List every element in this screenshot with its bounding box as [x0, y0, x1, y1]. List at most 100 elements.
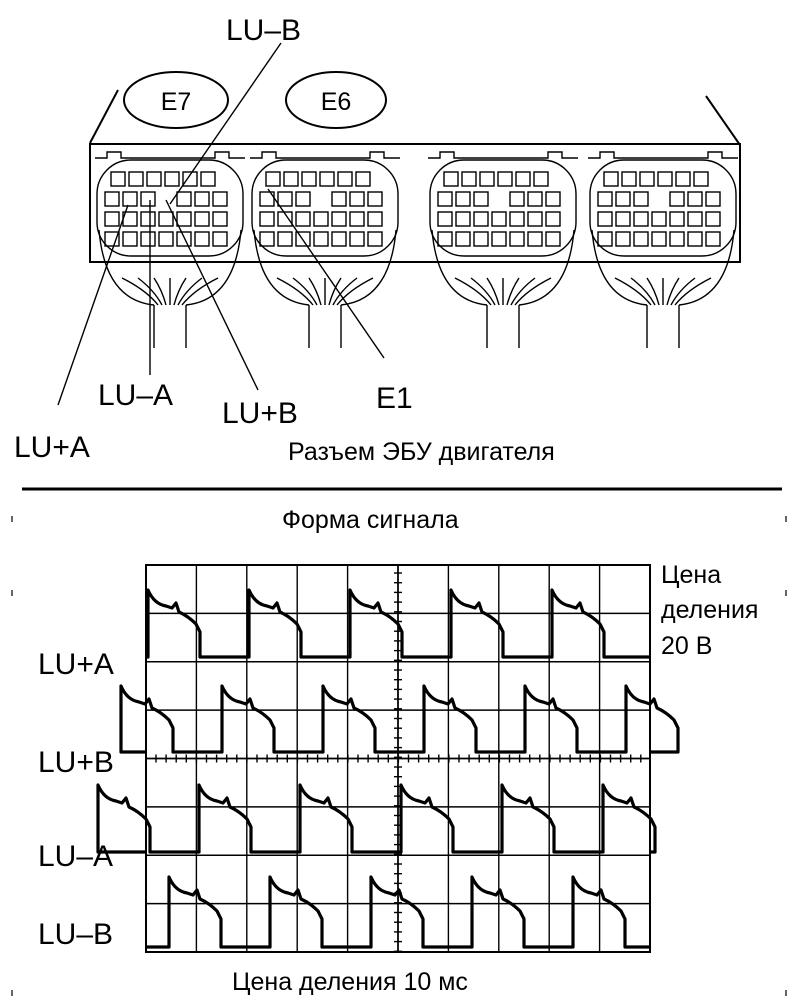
e6-oval: E6 — [285, 71, 387, 129]
channel-label-lu-minus-a: LU–A — [38, 840, 113, 873]
pin-cavity — [479, 171, 495, 187]
pin-cavity — [128, 171, 144, 187]
pin-cavity — [194, 191, 210, 207]
pin-cavity — [140, 211, 156, 227]
pin-cavity — [669, 211, 685, 227]
pin-cavity — [295, 231, 311, 247]
pin-cavity — [687, 211, 703, 227]
channel-label-lu-minus-b: LU–B — [38, 918, 113, 951]
pin-cavity — [265, 171, 281, 187]
leader-lines — [57, 42, 385, 406]
pin-cavity — [509, 231, 525, 247]
voltage-scale-line-3: 20 В — [661, 632, 712, 660]
pin-cavity — [675, 171, 691, 187]
pin-cavity — [621, 171, 637, 187]
leader-lu-plus-b — [165, 199, 259, 391]
e7-label: E7 — [161, 88, 192, 116]
pin-cavity — [603, 171, 619, 187]
pin-cavity — [277, 191, 293, 207]
pin-cavity — [639, 171, 655, 187]
pin-cavity — [633, 191, 649, 207]
waveform-lu-plus-a — [146, 588, 650, 659]
pin-cavity — [455, 191, 471, 207]
pin-cavity — [615, 231, 631, 247]
wire-harness-1 — [98, 229, 242, 348]
pin-cavity — [331, 211, 347, 227]
ecu-connector — [89, 89, 741, 348]
pin-cavity — [176, 191, 192, 207]
connector-caption: Разъем ЭБУ двигателя — [288, 438, 555, 466]
scope-grid — [146, 565, 650, 952]
label-lu-minus-b: LU–B — [226, 14, 301, 47]
e7-oval: E7 — [123, 71, 229, 129]
time-scale-caption: Цена деления 10 мс — [232, 968, 468, 996]
pin-cavity — [367, 191, 383, 207]
pin-cavity — [455, 211, 471, 227]
pin-cavity — [437, 211, 453, 227]
pin-cavity — [455, 231, 471, 247]
block-header — [588, 151, 738, 159]
pin-cavity — [259, 211, 275, 227]
block-header — [95, 151, 245, 159]
scope-title: Форма сигнала — [282, 506, 459, 534]
pin-cavity — [277, 211, 293, 227]
wire-harness-2 — [253, 229, 397, 348]
pin-cavity — [200, 171, 216, 187]
block-frame — [589, 159, 737, 257]
pin-cavity — [313, 231, 329, 247]
label-lu-minus-a: LU–A — [98, 379, 173, 412]
pin-cavity — [615, 211, 631, 227]
pin-cavity — [259, 231, 275, 247]
waveform-lu-minus-b — [146, 875, 650, 949]
connector-block-1 — [95, 151, 245, 348]
pin-cavity — [705, 231, 721, 247]
edge-marks — [11, 516, 787, 996]
pin-cavity — [705, 191, 721, 207]
block-header — [250, 151, 400, 159]
pin-cavity — [295, 191, 311, 207]
pin-cavity — [527, 211, 543, 227]
label-e1: E1 — [376, 382, 413, 415]
pin-cavity — [545, 231, 561, 247]
leader-lu-minus-b — [169, 42, 282, 205]
pin-cavity — [313, 211, 329, 227]
pin-cavity — [509, 191, 525, 207]
pin-cavity — [367, 231, 383, 247]
pin-cavity — [651, 211, 667, 227]
pin-cavity — [104, 211, 120, 227]
pin-cavity — [194, 211, 210, 227]
block-frame — [429, 159, 577, 257]
pin-cavity — [533, 171, 549, 187]
pin-cavity — [545, 211, 561, 227]
pin-cavity — [527, 231, 543, 247]
block-frame — [251, 159, 399, 257]
connector-block-2 — [250, 151, 400, 348]
pin-cavity — [597, 211, 613, 227]
pin-cavity — [104, 231, 120, 247]
pin-cavity — [633, 231, 649, 247]
pin-cavity — [473, 211, 489, 227]
pin-cavity — [651, 231, 667, 247]
pin-cavity — [140, 191, 156, 207]
pin-cavity — [259, 191, 275, 207]
leader-e1 — [267, 188, 385, 359]
pin-cavity — [669, 191, 685, 207]
connector-housing — [89, 143, 741, 263]
label-lu-plus-a: LU+A — [14, 431, 90, 464]
pin-cavity — [122, 191, 138, 207]
pin-cavity — [212, 211, 228, 227]
connector-block-3 — [428, 151, 578, 348]
pin-cavity — [283, 171, 299, 187]
pin-cavity — [491, 211, 507, 227]
pin-cavity — [349, 191, 365, 207]
pin-cavity — [657, 171, 673, 187]
pin-cavity — [158, 231, 174, 247]
pin-cavity — [212, 231, 228, 247]
pin-cavity — [443, 171, 459, 187]
pin-cavity — [194, 231, 210, 247]
pin-cavity — [277, 231, 293, 247]
pin-cavity — [337, 171, 353, 187]
pin-cavity — [687, 231, 703, 247]
pin-cavity — [527, 191, 543, 207]
pin-cavity — [705, 211, 721, 227]
